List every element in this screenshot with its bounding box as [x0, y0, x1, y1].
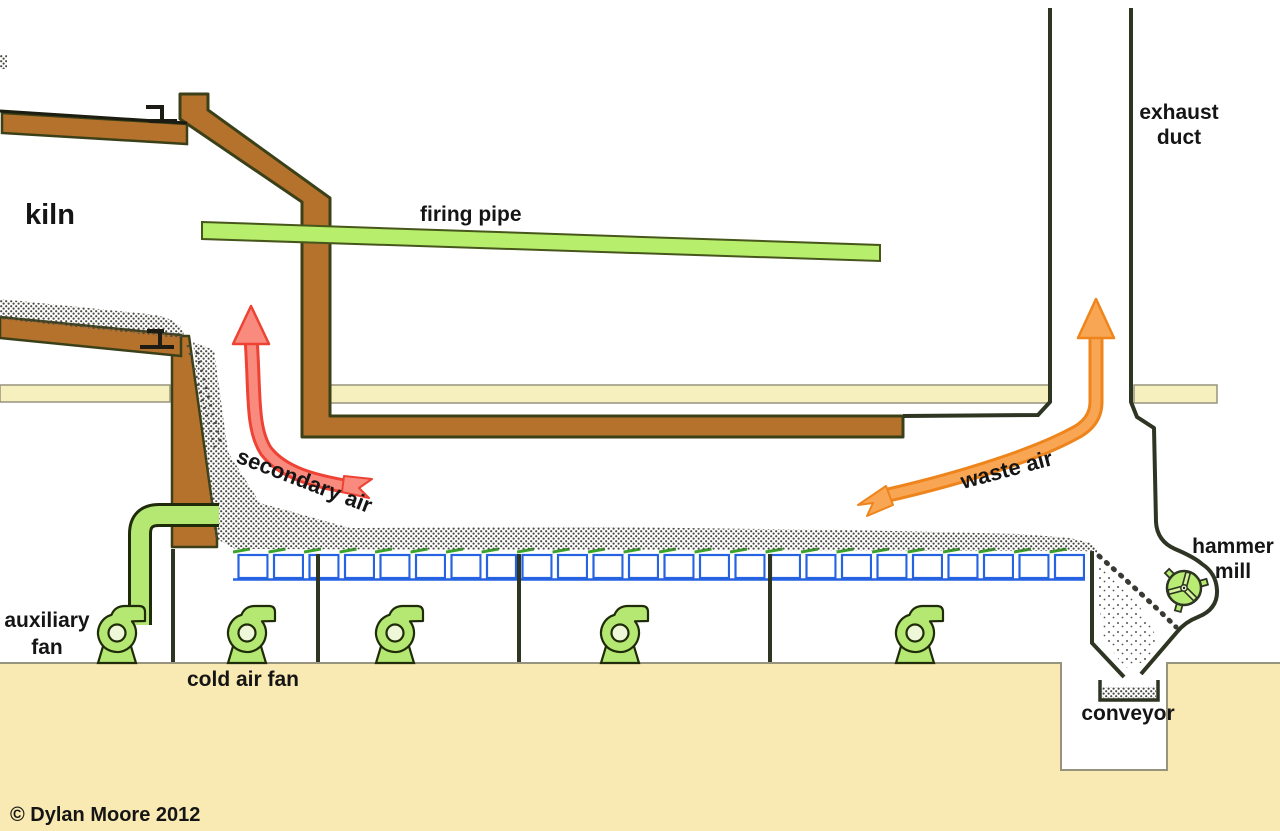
conveyor-label: conveyor [1081, 702, 1174, 725]
clinker-bed [193, 342, 1097, 553]
firing-pipe-label: firing pipe [420, 203, 522, 226]
kiln-seal-lower-icon [140, 329, 174, 349]
exhaust-duct-right-wall-and-mill-housing [1129, 8, 1220, 676]
hammer-mill-label-line1: hammer [1192, 535, 1274, 558]
hammer-mill-label-line2: mill [1215, 560, 1251, 583]
wall-band-left [0, 384, 171, 403]
cold-air-fan-label: cold air fan [187, 668, 299, 691]
auxiliary-fan-label-line2: fan [31, 636, 63, 659]
kiln-label: kiln [25, 199, 75, 231]
secondary-air-arrow [231, 304, 373, 499]
conveyor-trough [1098, 680, 1160, 702]
firing-pipe-shape [201, 220, 881, 263]
clinker-fall-hood-2 [195, 351, 223, 445]
grate-plate-row [233, 546, 1085, 582]
wall-band-right [1133, 384, 1218, 404]
auxiliary-fan-label-line1: auxiliary [4, 609, 90, 632]
copyright-label: © Dylan Moore 2012 [10, 804, 200, 826]
clinker-in-trough [1102, 687, 1156, 699]
wall-band-middle [329, 384, 1051, 404]
exhaust-duct-left-wall [902, 8, 1052, 418]
auxiliary-pipe [131, 506, 219, 625]
exhaust-duct-label-line1: exhaust [1139, 101, 1218, 124]
kiln-seal-upper-icon [146, 105, 177, 123]
clinker-chute-left-wall [1090, 551, 1126, 679]
ground [0, 663, 1280, 831]
ground-edge [0, 662, 1280, 771]
clinker-edge-mark [0, 55, 7, 69]
clinker-in-kiln [0, 299, 184, 338]
clinker-fall-hood [186, 344, 218, 451]
hammer-mill-icon [1163, 567, 1210, 614]
clinker-cascade [1096, 553, 1179, 630]
exhaust-duct-label-line2: duct [1157, 126, 1201, 149]
clinker-dust-cloud [1097, 560, 1156, 668]
waste-air-arrow [857, 297, 1116, 517]
